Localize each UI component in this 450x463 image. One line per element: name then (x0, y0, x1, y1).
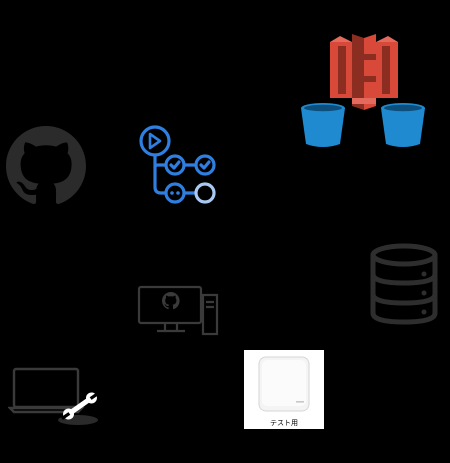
database-node (368, 243, 440, 325)
router-label: テスト用 (270, 419, 298, 427)
github-actions-node (137, 125, 221, 207)
github-actions-icon (139, 125, 216, 204)
wrench-icon (61, 392, 99, 420)
database-icon (370, 243, 438, 325)
desktop-github-icon (137, 285, 219, 336)
github-icon (6, 126, 86, 205)
bucket-icon (301, 103, 345, 147)
laptop-wrench-icon (8, 367, 99, 425)
s3-node (300, 30, 428, 150)
runner-node (137, 285, 221, 337)
router-node: テスト用 (244, 350, 324, 429)
laptop-node (8, 366, 104, 428)
aws-s3-icon (301, 34, 425, 147)
github-node (5, 126, 87, 206)
bucket-icon (381, 103, 425, 147)
wifi-router-icon (258, 356, 310, 412)
